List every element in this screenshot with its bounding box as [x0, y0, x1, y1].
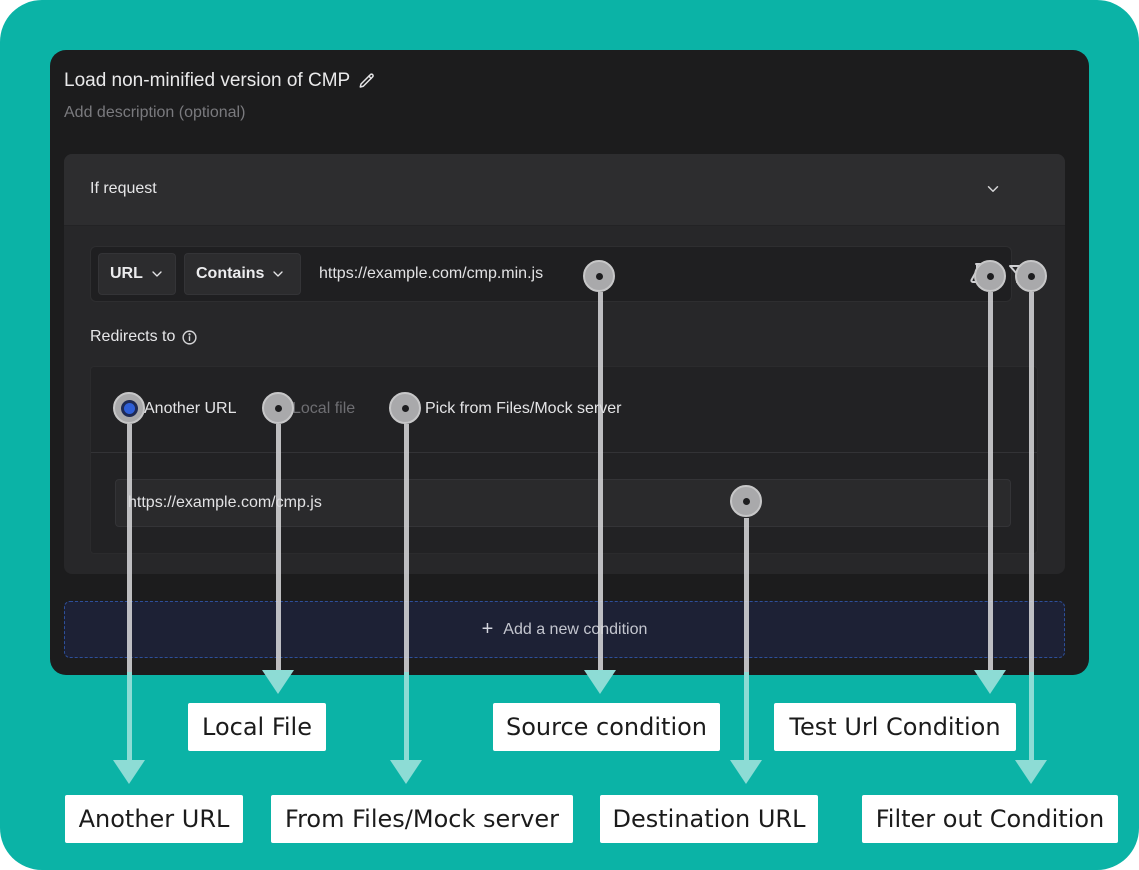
rule-editor-panel: Load non-minified version of CMP Add des… [50, 50, 1089, 675]
source-operator-label: Contains [196, 265, 265, 282]
callout-test-url-condition: Test Url Condition [774, 703, 1016, 751]
arrow-another-url [127, 424, 132, 672]
source-field-dropdown[interactable]: URL [98, 253, 176, 295]
source-value-input[interactable]: https://example.com/cmp.min.js [319, 265, 544, 282]
callout-from-files: From Files/Mock server [271, 795, 573, 843]
add-condition-button[interactable]: + Add a new condition [64, 601, 1065, 658]
marker-files-mock [389, 392, 421, 424]
marker-local-file [262, 392, 294, 424]
callout-filter-out: Filter out Condition [862, 795, 1118, 843]
arrow-source-condition [598, 292, 603, 672]
source-condition-row: URL Contains https://example.com/cmp.min… [90, 246, 1029, 302]
add-condition-label: Add a new condition [503, 620, 648, 638]
callout-destination-url: Destination URL [600, 795, 818, 843]
source-field-label: URL [110, 265, 143, 282]
info-icon[interactable] [181, 329, 198, 346]
arrow-files-mock-lower [404, 672, 409, 772]
chevron-down-icon [152, 271, 162, 277]
source-operator-dropdown[interactable]: Contains [184, 253, 301, 295]
arrow-destination-url [744, 518, 749, 672]
arrow-files-mock [404, 424, 409, 672]
destination-url-input[interactable]: https://example.com/cmp.js [115, 479, 1011, 527]
chevron-down-icon[interactable] [984, 180, 1002, 198]
marker-destination-url [730, 485, 762, 517]
pencil-icon[interactable] [358, 72, 376, 90]
redirects-to-label: Redirects to [90, 328, 198, 346]
marker-another-url [113, 392, 145, 424]
callout-source-condition: Source condition [493, 703, 720, 751]
radio-local-file-label: Local file [292, 400, 356, 417]
radio-pick-files-label: Pick from Files/Mock server [425, 400, 622, 417]
arrow-filter-out-lower [1029, 672, 1034, 772]
arrow-test-url [988, 292, 993, 672]
condition-header-label: If request [90, 180, 157, 197]
marker-test-url [974, 260, 1006, 292]
callout-another-url: Another URL [65, 795, 243, 843]
destination-type-radio-group: Another URL Local file Pick from Files/M… [91, 367, 1037, 453]
plus-icon: + [481, 618, 494, 640]
title-row: Load non-minified version of CMP [64, 70, 376, 92]
condition-header[interactable]: If request [64, 154, 1065, 226]
redirects-to-text: Redirects to [90, 328, 176, 345]
radio-pick-files[interactable]: Pick from Files/Mock server [402, 400, 621, 418]
arrow-filter-out [1029, 292, 1034, 672]
callout-local-file: Local File [188, 703, 326, 751]
marker-source-condition [583, 260, 615, 292]
destination-box: Another URL Local file Pick from Files/M… [90, 366, 1038, 554]
arrow-local-file [276, 424, 281, 672]
marker-filter-out [1015, 260, 1047, 292]
arrow-another-url-lower [127, 672, 132, 772]
chevron-down-icon [273, 271, 284, 277]
description-input[interactable]: Add description (optional) [64, 104, 246, 121]
radio-another-url-label: Another URL [144, 400, 237, 417]
rule-title[interactable]: Load non-minified version of CMP [64, 70, 351, 91]
condition-card: If request URL Contains https://example.… [64, 154, 1065, 574]
arrow-destination-url-lower [744, 672, 749, 772]
